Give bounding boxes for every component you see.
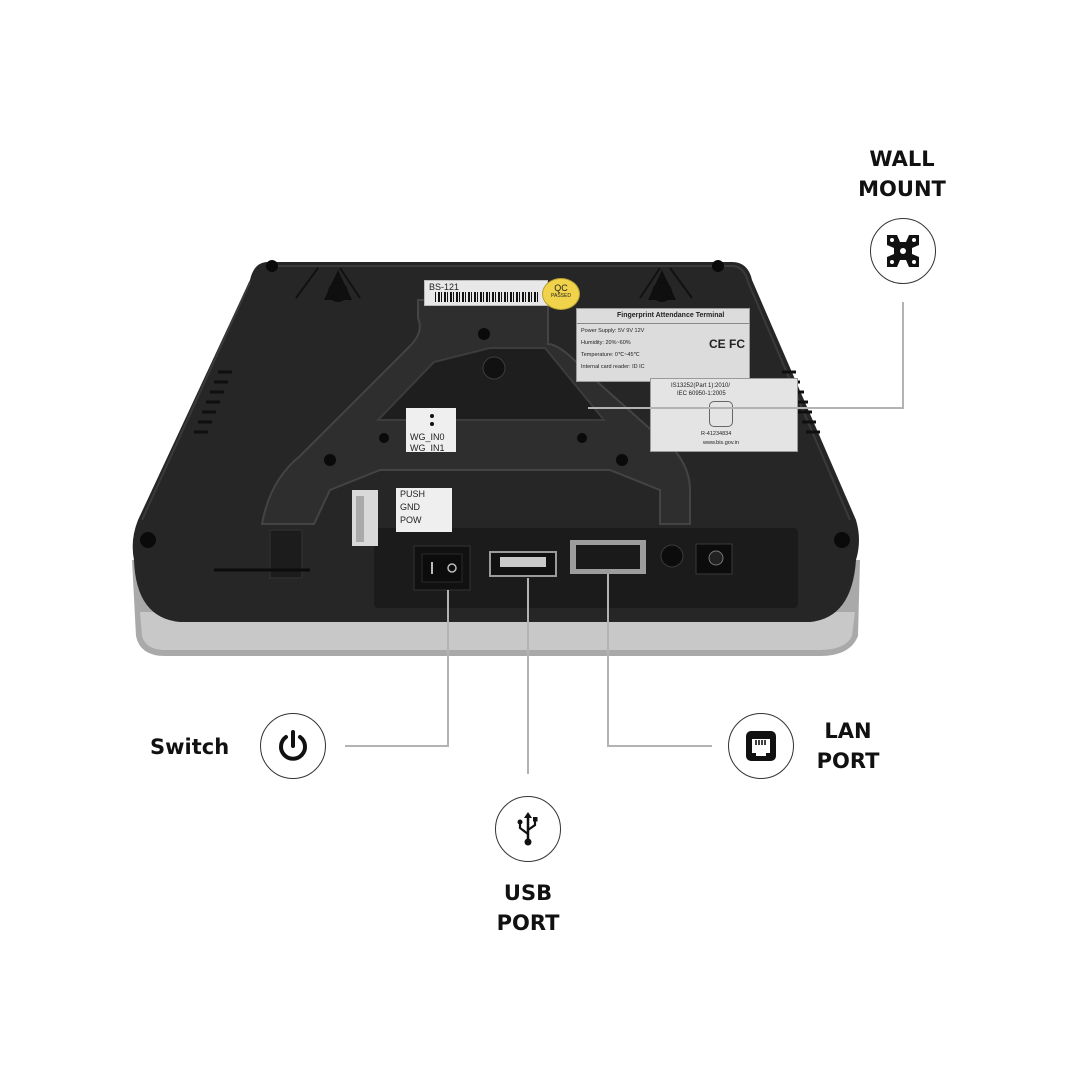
lan-port-label: LAN PORT: [808, 716, 888, 776]
usb-port-label: USB PORT: [486, 878, 570, 938]
qc-text: QC: [554, 283, 568, 293]
wiegand-sticker: WG_IN0 WG_IN1: [406, 408, 456, 452]
lan-line1: LAN: [824, 719, 872, 743]
card-reader-label: Internal card reader:: [581, 364, 631, 370]
bis-logo: [709, 401, 733, 427]
ethernet-port-icon: [728, 713, 794, 779]
barcode: [435, 292, 539, 302]
usb-line2: PORT: [496, 911, 560, 935]
bis-reg: R-41234834: [701, 431, 732, 437]
power-icon: [260, 713, 326, 779]
card-reader: Internal card reader: ID IC: [581, 364, 645, 370]
wall-mount-line2: MOUNT: [858, 177, 946, 201]
usb-line1: USB: [503, 881, 553, 905]
rating-label: Fingerprint Attendance Terminal Power Su…: [576, 308, 750, 382]
bis-label: IS13252(Part 1):2010/ IEC 60950-1:2005 R…: [650, 378, 798, 452]
qc-passed-badge: QC PASSED: [542, 278, 580, 310]
pow-label: POW: [400, 515, 422, 525]
gnd-label: GND: [400, 502, 420, 512]
power-terminal-sticker: PUSH GND POW: [396, 488, 452, 532]
ps-5v: 5V: [618, 328, 625, 334]
model-sticker: BS-121: [424, 280, 548, 306]
bis-site: www.bis.gov.in: [703, 440, 739, 446]
passed-text: PASSED: [551, 293, 571, 299]
card-ic: IC: [639, 364, 645, 370]
model-number: BS-121: [429, 282, 460, 292]
switch-label: Switch: [150, 735, 230, 759]
card-id: ID: [632, 364, 638, 370]
lan-leader: [607, 574, 712, 747]
rating-title: Fingerprint Attendance Terminal: [617, 312, 725, 319]
wall-mount-bracket-icon: [870, 218, 936, 284]
ps-9v: 9V: [626, 328, 633, 334]
ps-12v: 12V: [634, 328, 645, 334]
temperature: Temperature: 0℃~45℃: [581, 352, 640, 358]
wg-in1: WG_IN1: [410, 443, 445, 452]
power-supply: Power Supply: 5V 9V 12V: [581, 328, 644, 334]
wall-mount-label: WALL MOUNT: [846, 144, 958, 204]
usb-icon: [495, 796, 561, 862]
wall-mount-leader: [588, 302, 904, 409]
bis-standard-2: IEC 60950-1:2005: [677, 391, 726, 397]
wall-mount-line1: WALL: [869, 147, 935, 171]
certification-marks: CE FC: [709, 337, 745, 351]
bis-standard-1: IS13252(Part 1):2010/: [671, 383, 731, 389]
lan-line2: PORT: [816, 749, 880, 773]
power-supply-label: Power Supply:: [581, 328, 617, 334]
push-label: PUSH: [400, 489, 426, 499]
wg-in0: WG_IN0: [410, 432, 445, 442]
humidity: Humidity: 20%~60%: [581, 340, 631, 346]
switch-leader: [345, 590, 449, 747]
